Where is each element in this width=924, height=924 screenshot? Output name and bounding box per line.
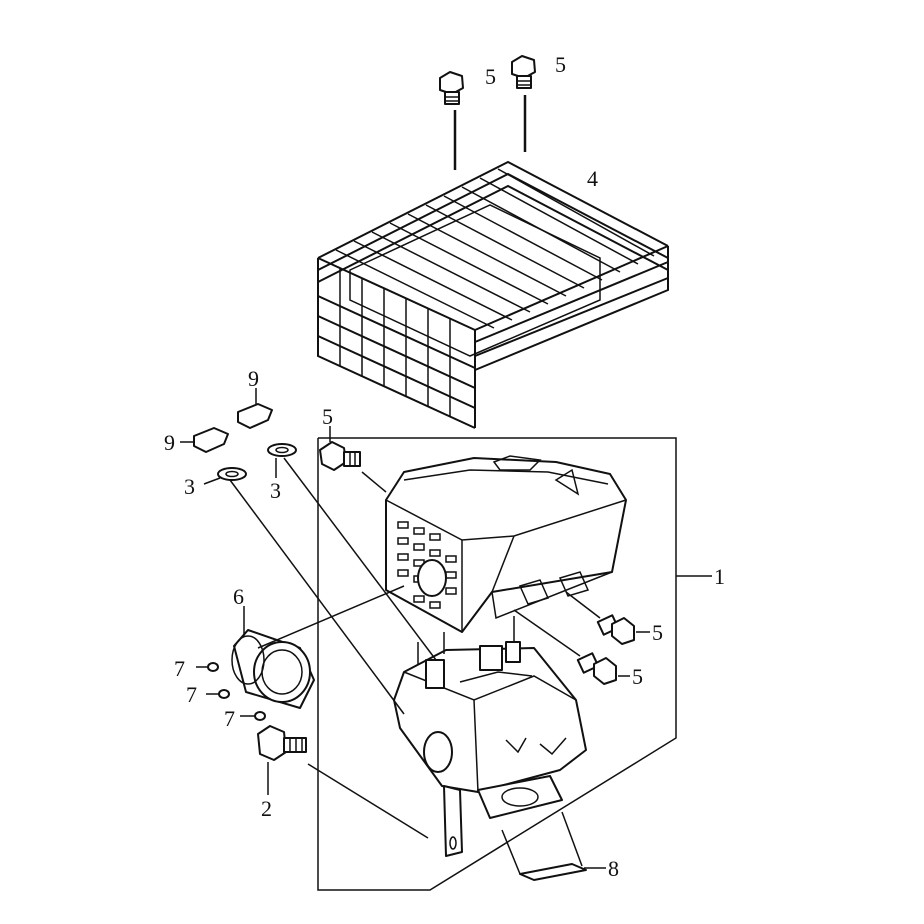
bolt-grill-right: [511, 55, 536, 152]
callout-9-left: 9: [164, 430, 175, 455]
nut-9-right: [237, 388, 273, 429]
callout-5-top-left: 5: [485, 64, 496, 89]
callout-7-b: 7: [186, 682, 197, 707]
callout-labels: 1 2 3 3 4 5 5 5 5 5 6 7 7 7 8 9 9: [164, 52, 725, 881]
callout-9-right: 9: [248, 366, 259, 391]
washer-3-left: [203, 467, 405, 715]
screw-7-b: [206, 689, 230, 699]
muffler-protector-grill: [317, 160, 669, 429]
callout-5-cover: 5: [322, 404, 333, 429]
callout-5-top-right: 5: [555, 52, 566, 77]
exhaust-outlet-pipe: [231, 606, 315, 709]
callout-6: 6: [233, 584, 244, 609]
assembly-bracket-outline: [317, 437, 677, 891]
screw-7-c: [240, 711, 266, 721]
callout-7-c: 7: [224, 706, 235, 731]
callout-3-right: 3: [270, 478, 281, 503]
bolt-2: [257, 725, 429, 839]
callout-8: 8: [608, 856, 619, 881]
callout-3-left: 3: [184, 474, 195, 499]
muffler-heat-cover: [385, 455, 627, 633]
bolt-5-cover-left: [319, 426, 387, 493]
bolt-5-lower-b: [513, 609, 630, 685]
bolt-5-lower-a: [565, 591, 650, 645]
screw-7-a: [196, 662, 219, 672]
nut-9-left: [180, 427, 229, 453]
callout-7-a: 7: [174, 656, 185, 681]
callout-5-lower-b: 5: [632, 664, 643, 689]
muffler-body: [393, 641, 587, 857]
muffler-gasket: [501, 811, 606, 881]
callout-2: 2: [261, 796, 272, 821]
bolt-grill-left: [439, 71, 464, 170]
callout-5-lower-a: 5: [652, 620, 663, 645]
callout-1: 1: [714, 564, 725, 589]
callout-4: 4: [587, 166, 598, 191]
washer-3-right: [267, 443, 437, 661]
